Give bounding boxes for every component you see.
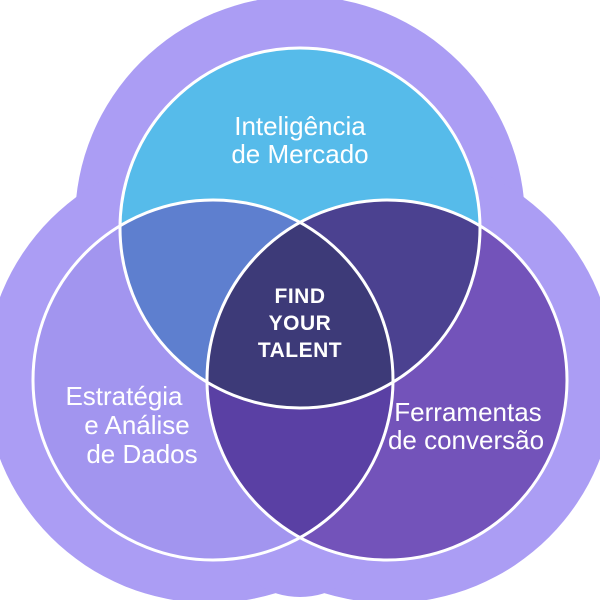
- right-circle-outline: [205, 198, 569, 562]
- center-label-line3: TALENT: [258, 339, 342, 362]
- right-circle-label: Ferramentas de conversão: [388, 397, 544, 455]
- left-circle-label-line2: e Análise: [84, 410, 190, 440]
- right-circle-label-line2: de conversão: [388, 425, 544, 455]
- top-circle-label-line1: Inteligência: [234, 111, 366, 141]
- left-circle-label-line3: de Dados: [86, 439, 197, 469]
- left-circle-label: Estratégia e Análise de Dados: [65, 381, 197, 469]
- center-label: FIND YOUR TALENT: [258, 285, 342, 362]
- top-circle-label: Inteligência de Mercado: [231, 111, 368, 169]
- center-label-line2: YOUR: [269, 312, 332, 335]
- top-circle-label-line2: de Mercado: [231, 139, 368, 169]
- right-circle-label-line1: Ferramentas: [394, 397, 541, 427]
- left-circle-label-line1: Estratégia: [65, 381, 183, 411]
- circle-outlines: [31, 46, 569, 562]
- center-label-line1: FIND: [275, 285, 326, 308]
- left-circle-outline: [31, 198, 395, 562]
- top-circle-outline: [118, 46, 482, 410]
